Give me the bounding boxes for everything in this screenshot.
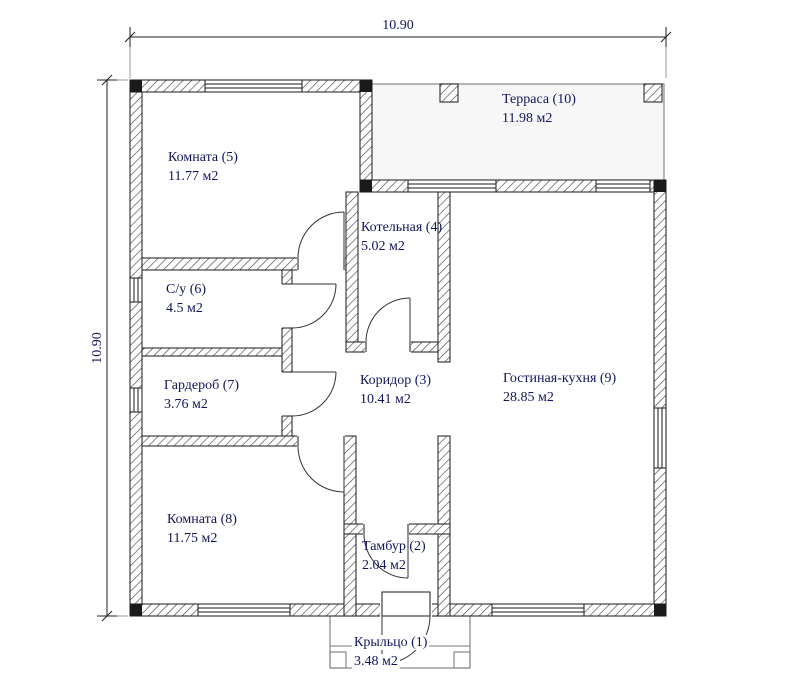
room-name: Коридор (3): [360, 373, 432, 388]
room-area: 11.77 м2: [168, 169, 219, 184]
room-label-koridor: Коридор (3) 10.41 м2: [360, 371, 431, 409]
room-label-komnata5: Комната (5) 11.77 м2: [168, 148, 238, 186]
room-name: Гардероб (7): [164, 378, 240, 393]
room-label-terrasa: Терраса (10) 11.98 м2: [502, 90, 576, 128]
room-area: 5.02 м2: [361, 239, 405, 254]
wall-corners: [130, 80, 666, 616]
dimension-top-label: 10.90: [382, 18, 414, 33]
room-label-krylco: Крыльцо (1) 3.48 м2: [352, 633, 430, 671]
room-area: 10.41 м2: [360, 392, 411, 407]
room-name: Крыльцо (1): [352, 635, 430, 650]
dimension-left-label: 10.90: [90, 332, 105, 364]
doors: [291, 211, 431, 665]
dimension-lines: [97, 27, 672, 622]
room-name: Терраса (10): [502, 92, 576, 107]
room-area: 28.85 м2: [503, 390, 554, 405]
room-area: 3.48 м2: [352, 654, 400, 669]
room-name: С/у (6): [166, 282, 207, 297]
windows: [129, 79, 667, 617]
terrace-outline: [372, 83, 665, 180]
room-area: 3.76 м2: [164, 397, 208, 412]
room-name: Котельная (4): [361, 220, 443, 235]
room-area: 11.75 м2: [167, 531, 218, 546]
room-label-kotelnaya: Котельная (4) 5.02 м2: [361, 218, 442, 256]
room-label-su: С/у (6) 4.5 м2: [166, 280, 206, 318]
room-label-tambur: Тамбур (2) 2.04 м2: [362, 537, 426, 575]
room-label-garderob: Гардероб (7) 3.76 м2: [164, 376, 239, 414]
terrace-floor: [372, 84, 664, 180]
room-name: Тамбур (2): [362, 539, 426, 554]
door-jambs: [282, 258, 411, 534]
room-label-komnata8: Комната (8) 11.75 м2: [167, 510, 237, 548]
room-area: 2.04 м2: [362, 558, 406, 573]
room-name: Гостиная-кухня (9): [503, 371, 617, 386]
terrace-columns: [439, 83, 663, 103]
room-label-gostinaya: Гостиная-кухня (9) 28.85 м2: [503, 369, 616, 407]
room-area: 4.5 м2: [166, 301, 203, 316]
room-name: Комната (5): [168, 150, 238, 165]
room-name: Комната (8): [167, 512, 237, 527]
room-area: 11.98 м2: [502, 111, 553, 126]
